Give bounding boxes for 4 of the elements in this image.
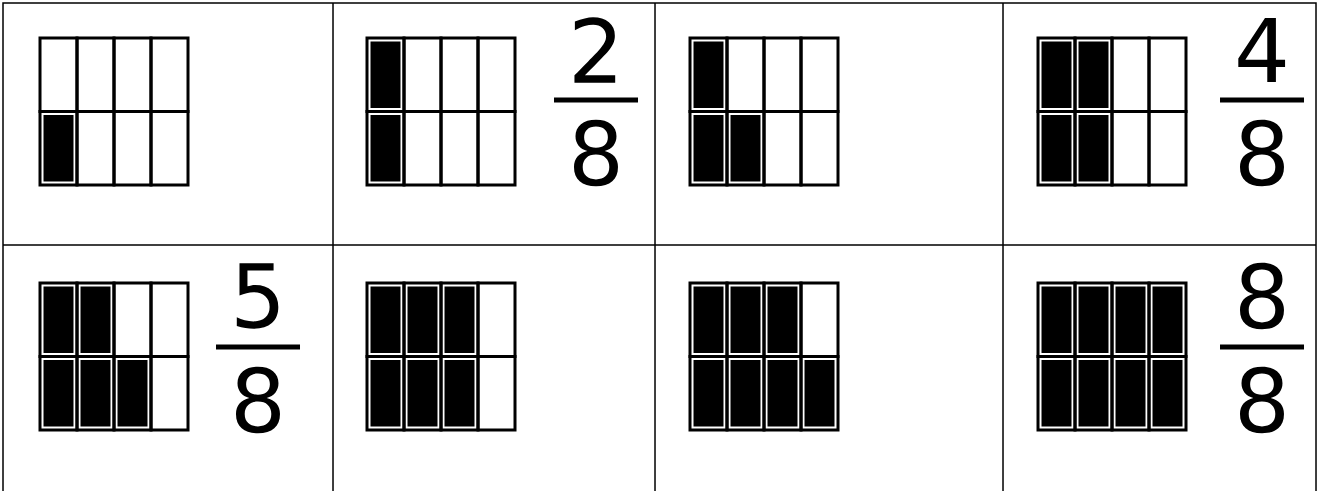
fraction: 4 8 <box>1220 17 1304 187</box>
fraction: 8 8 <box>1220 262 1304 434</box>
fraction: 5 8 <box>216 263 300 434</box>
fraction: 2 8 <box>554 17 638 187</box>
